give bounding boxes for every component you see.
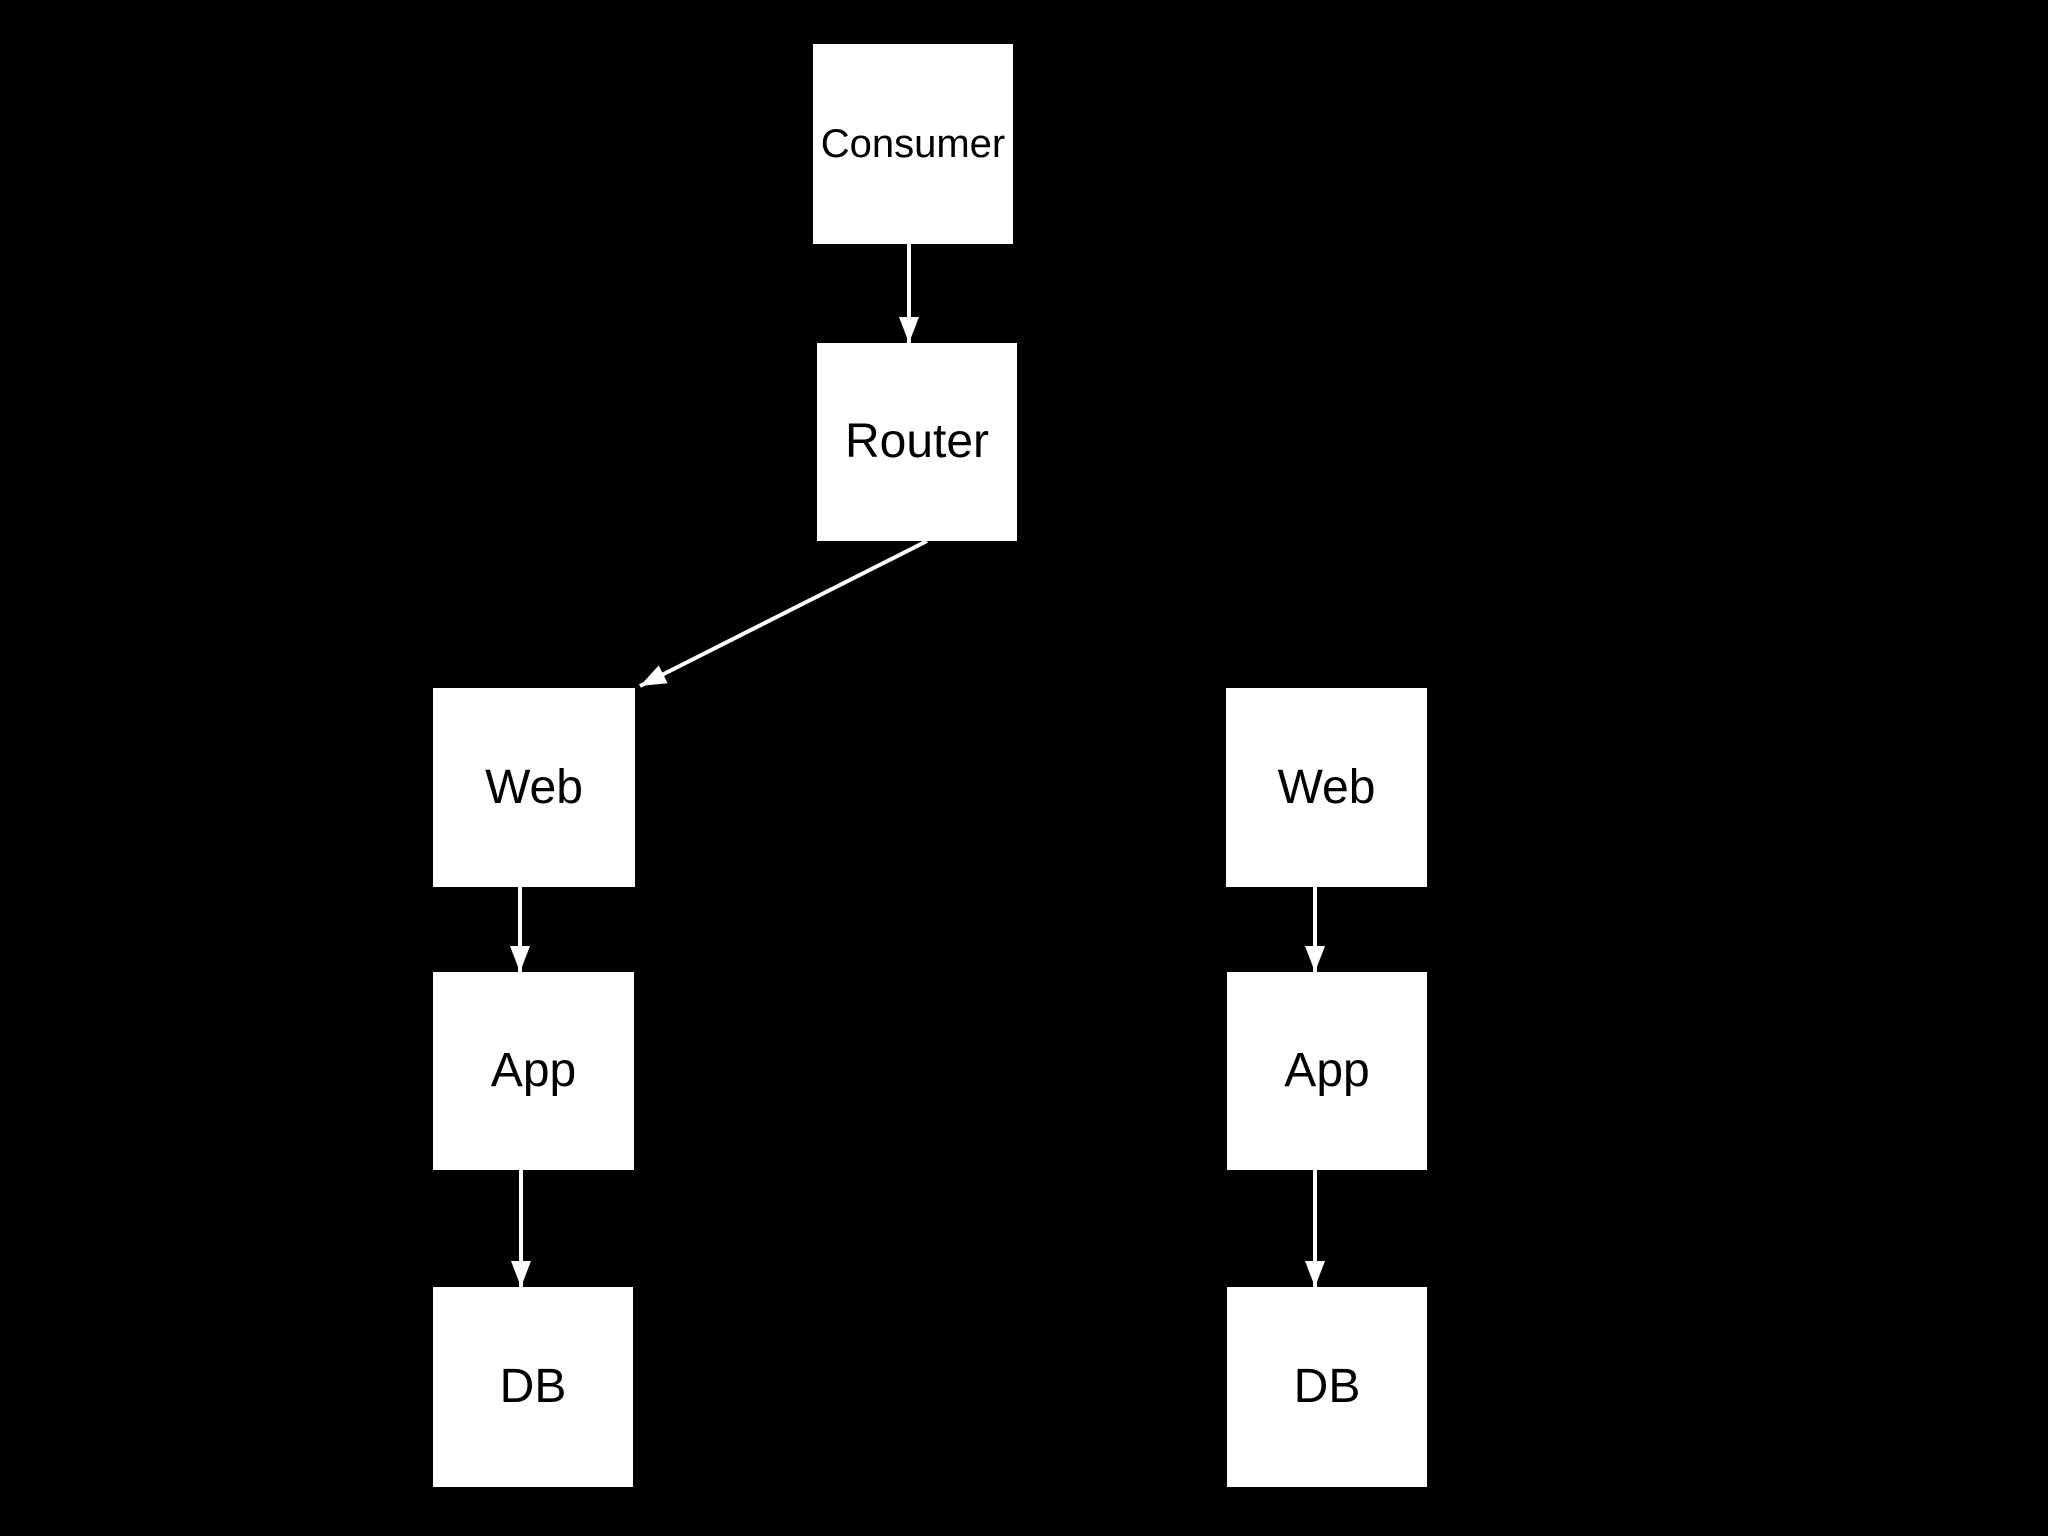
- node-db-left: DB: [433, 1287, 633, 1487]
- node-app-right: App: [1227, 972, 1427, 1170]
- node-router: Router: [817, 343, 1017, 541]
- node-app-left: App: [433, 972, 634, 1170]
- edge-router-web-left: [639, 539, 928, 688]
- node-web-right: Web: [1226, 688, 1427, 887]
- node-web-left: Web: [433, 688, 635, 887]
- node-db-right: DB: [1227, 1287, 1427, 1487]
- node-consumer: Consumer: [813, 44, 1013, 244]
